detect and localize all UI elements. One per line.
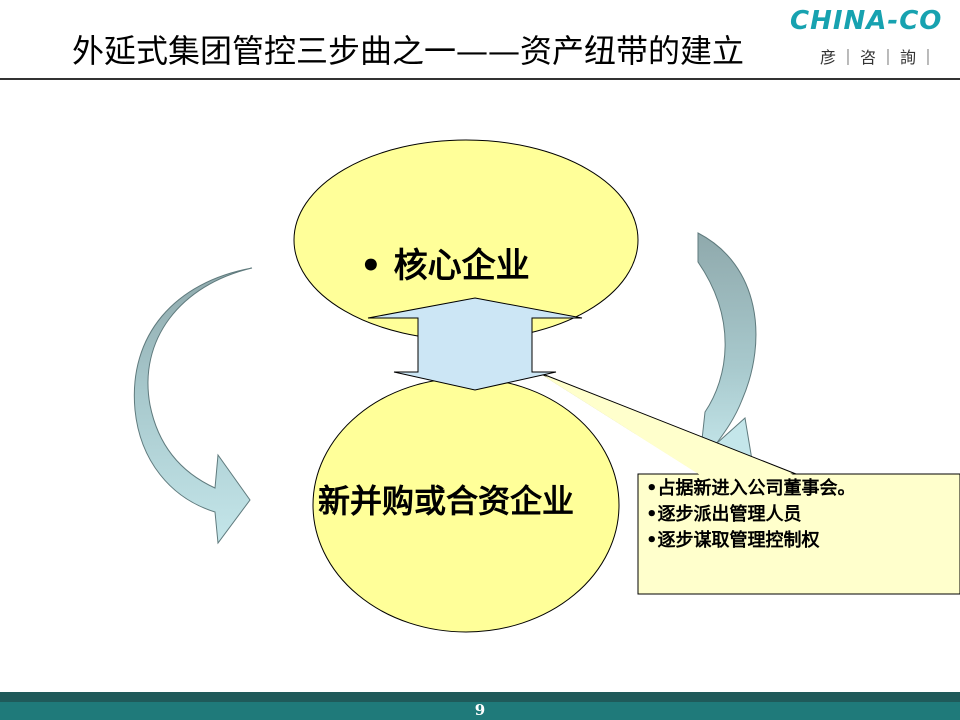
core-enterprise-label: • 核心企业 [360,246,530,286]
callout-item: •逐步派出管理人员 [646,504,802,525]
left-curved-arrow [133,267,253,545]
callout-item: •逐步谋取管理控制权 [646,530,820,551]
right-curved-arrow [697,232,757,460]
page-title: 外延式集团管控三步曲之一——资产纽带的建立 [72,32,745,70]
bidirectional-arrow [367,297,583,391]
footer-band [0,702,960,720]
callout-item: •占据新进入公司董事会。 [646,478,856,499]
logo-brand-text: CHINA-CO [790,6,943,36]
new-enterprise-label: 新并购或合资企业 [318,482,575,520]
callout-box [637,473,960,595]
brand-logo: CHINA-CO 彦｜咨｜詢｜ [790,6,955,70]
callout-text: •占据新进入公司董事会。 •逐步派出管理人员 •逐步谋取管理控制权 [646,476,946,554]
title-divider [0,78,960,80]
footer-bar [0,692,960,702]
page-number: 9 [474,701,486,719]
logo-sub-text: 彦｜咨｜詢｜ [820,48,941,67]
